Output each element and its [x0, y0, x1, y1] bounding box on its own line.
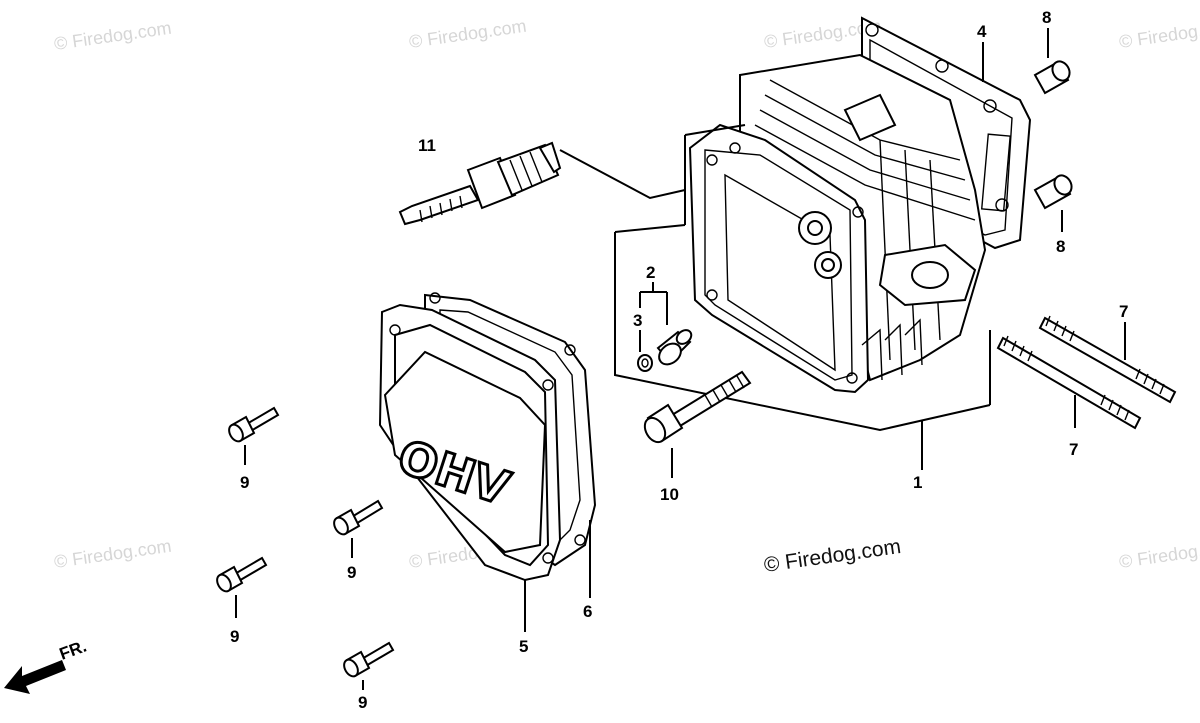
callout-9: 9 — [240, 473, 249, 492]
callout-2: 2 — [646, 263, 655, 282]
callout-1: 1 — [913, 473, 922, 492]
callout-9: 9 — [358, 693, 367, 712]
callout-9: 9 — [230, 627, 239, 646]
callout-7-upper: 7 — [1119, 302, 1128, 321]
callout-9: 9 — [347, 563, 356, 582]
watermark-main: © Firedog.com — [762, 535, 902, 577]
cover-bolt-1 — [228, 406, 280, 465]
cover-bolt-4 — [343, 641, 395, 690]
callout-labels: 1 2 3 4 5 6 7 7 8 8 9 9 9 9 10 11 — [230, 8, 1128, 712]
watermark-tile: © Firedog.com — [53, 18, 173, 54]
dowel-sleeve-upper — [1033, 60, 1071, 95]
head-cover: OHV — [378, 303, 562, 632]
watermark-tile: © Firedog.com — [408, 16, 528, 52]
watermark-tile: © Firedog.com — [1118, 536, 1200, 572]
callout-4: 4 — [977, 22, 987, 41]
front-arrow-icon — [4, 660, 66, 694]
dowel-pin — [656, 329, 693, 366]
cylinder-head — [688, 53, 987, 394]
flange-bolt — [643, 370, 752, 478]
callout-11: 11 — [418, 136, 436, 155]
spark-plug — [398, 141, 686, 226]
front-label: FR. — [57, 637, 89, 664]
leader-2-3 — [639, 282, 668, 352]
watermark-tile: © Firedog.com — [1118, 16, 1200, 52]
cover-bolt-3 — [216, 556, 268, 618]
watermark-layer: © Firedog.com © Firedog.com © Firedog.co… — [53, 16, 1200, 577]
bracket-part-1 — [614, 124, 991, 470]
callout-7-lower: 7 — [1069, 440, 1078, 459]
callout-8-lower: 8 — [1056, 237, 1065, 256]
callout-3: 3 — [633, 311, 642, 330]
cover-bolt-2 — [333, 499, 384, 558]
stud-bolt-lower — [996, 335, 1142, 430]
callout-5: 5 — [519, 637, 528, 656]
stud-bolt-upper — [1038, 315, 1177, 404]
callout-6: 6 — [583, 602, 592, 621]
dowel-sleeve-lower — [1033, 174, 1073, 210]
front-direction-indicator: FR. — [4, 637, 89, 694]
callout-10: 10 — [660, 485, 679, 504]
o-ring — [637, 354, 653, 372]
watermark-tile: © Firedog.com — [53, 536, 173, 572]
callout-8-upper: 8 — [1042, 8, 1051, 27]
